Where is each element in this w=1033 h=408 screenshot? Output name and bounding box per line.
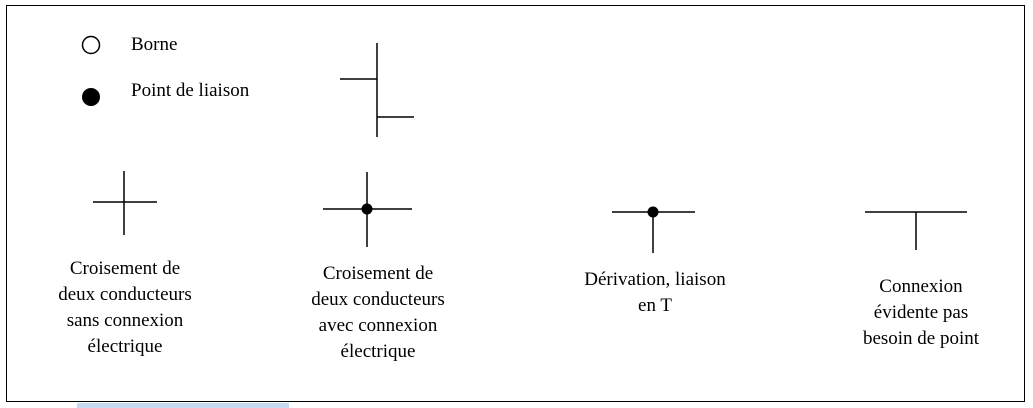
evident-connection-symbol	[865, 211, 967, 250]
caption-line: Croisement de	[322, 263, 434, 284]
caption-evident-connection: Connexion évidente pas besoin de point	[821, 274, 1021, 352]
caption-line: évidente pas	[873, 302, 969, 323]
selection-accent-bar	[77, 403, 289, 408]
caption-line: deux conducteurs	[311, 289, 445, 310]
borne-icon	[81, 35, 101, 55]
caption-line: deux conducteurs	[58, 284, 192, 305]
crossing-with-connection-symbol	[323, 172, 412, 247]
caption-line: besoin de point	[862, 328, 980, 349]
caption-line: Connexion	[879, 276, 963, 297]
caption-line: sans connexion	[66, 310, 184, 331]
caption-t-branch: Dérivation, liaison en T	[555, 267, 755, 319]
junction-dot-icon	[361, 203, 373, 215]
caption-line: électrique	[340, 341, 416, 362]
offset-branch-symbol	[340, 43, 414, 137]
caption-line: Dérivation, liaison	[584, 269, 726, 290]
legend-borne-label: Borne	[131, 34, 178, 55]
caption-line: électrique	[87, 336, 163, 357]
caption-line: avec connexion	[318, 315, 438, 336]
t-branch-symbol	[612, 206, 695, 253]
caption-line: Croisement de	[69, 258, 181, 279]
point-de-liaison-icon	[82, 88, 100, 106]
caption-crossing-with-connection: Croisement de deux conducteurs avec conn…	[278, 261, 478, 365]
junction-dot-icon	[647, 206, 659, 218]
diagram-frame	[6, 5, 1025, 402]
caption-line: en T	[638, 295, 672, 316]
crossing-no-connection-symbol	[93, 171, 157, 235]
caption-crossing-no-connection: Croisement de deux conducteurs sans conn…	[25, 256, 225, 360]
legend-point-de-liaison-label: Point de liaison	[131, 80, 250, 101]
